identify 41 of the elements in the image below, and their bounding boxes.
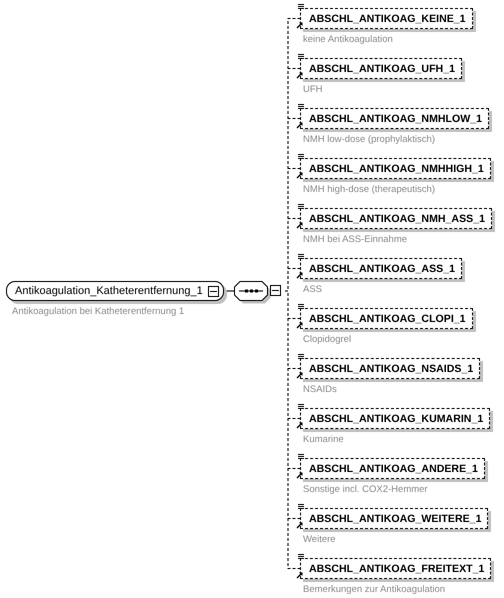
description-text: Antikoagulation bei Katheterentfernung 1 — [12, 306, 184, 317]
element-reference-box — [300, 508, 488, 529]
description-text: Weitere — [303, 534, 336, 545]
element-reference-box — [300, 58, 462, 79]
description-text: ASS — [303, 284, 322, 295]
element-name: ABSCHL_ANTIKOAG_NMHLOW_1 — [309, 112, 482, 124]
element-name: ABSCHL_ANTIKOAG_NMH_ASS_1 — [309, 212, 486, 224]
element-reference-box — [300, 458, 485, 479]
description-text: UFH — [303, 84, 323, 95]
element-name: Antikoagulation_Katheterentfernung_1 — [15, 285, 203, 297]
description-text: keine Antikoagulation — [303, 34, 393, 45]
description-text: Bemerkungen zur Antikoagulation — [303, 584, 446, 595]
dashed-connector — [284, 290, 300, 569]
element-name: ABSCHL_ANTIKOAG_KEINE_1 — [309, 12, 466, 24]
description-text: Kumarine — [303, 434, 344, 445]
element-reference-box — [300, 208, 492, 229]
element-reference-box — [300, 108, 490, 129]
element-name: ABSCHL_ANTIKOAG_KUMARIN_1 — [309, 412, 484, 424]
element-name: ABSCHL_ANTIKOAG_NMHHIGH_1 — [309, 162, 484, 174]
element-name: ABSCHL_ANTIKOAG_WEITERE_1 — [309, 512, 482, 524]
element-reference-box — [300, 558, 492, 579]
element-reference-box — [300, 358, 480, 379]
element-name: ABSCHL_ANTIKOAG_FREITEXT_1 — [309, 562, 484, 574]
element-reference-box — [300, 408, 490, 429]
element-reference-box — [300, 258, 462, 279]
element-name: ABSCHL_ANTIKOAG_CLOPI_1 — [309, 312, 466, 324]
description-text: Sonstige incl. COX2-Hemmer — [303, 484, 428, 495]
element-reference-box — [300, 8, 473, 29]
description-text: NMH bei ASS-Einnahme — [303, 234, 408, 245]
element-name: ABSCHL_ANTIKOAG_UFH_1 — [309, 62, 455, 74]
element-name: ABSCHL_ANTIKOAG_NSAIDS_1 — [309, 362, 474, 374]
description-text: NMH low-dose (prophylaktisch) — [303, 134, 435, 145]
description-text: NSAIDs — [303, 384, 337, 395]
description-text: Clopidogrel — [303, 334, 352, 345]
element-box — [6, 281, 224, 301]
element-name: ABSCHL_ANTIKOAG_ASS_1 — [309, 262, 455, 274]
description-text: NMH high-dose (therapeutisch) — [303, 184, 436, 195]
element-name: ABSCHL_ANTIKOAG_ANDERE_1 — [309, 462, 478, 474]
dashed-connector — [284, 268, 300, 292]
element-reference-box — [300, 158, 491, 179]
element-reference-box — [300, 308, 473, 329]
